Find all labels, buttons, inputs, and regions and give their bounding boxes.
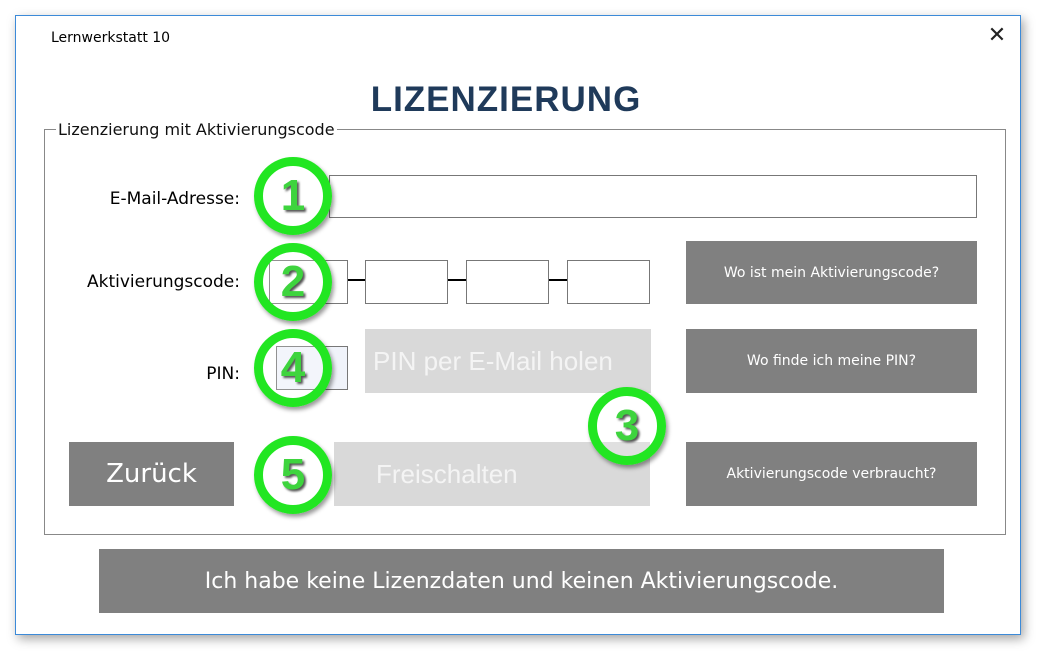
code-used-button[interactable]: Aktivierungscode verbraucht? xyxy=(686,442,977,506)
activation-group xyxy=(44,129,1006,535)
page-title: LIZENZIERUNG xyxy=(370,80,642,119)
separator xyxy=(348,279,365,281)
request-pin-button[interactable]: PIN per E-Mail holen xyxy=(365,329,651,393)
pin-label: PIN: xyxy=(206,364,240,384)
activation-code-segment-3[interactable] xyxy=(466,260,549,304)
annotation-marker: 5 xyxy=(254,436,332,514)
activation-label: Aktivierungscode: xyxy=(86,272,240,292)
email-input[interactable] xyxy=(329,175,977,218)
annotation-marker: 4 xyxy=(254,329,332,407)
email-label: E-Mail-Adresse: xyxy=(109,189,240,209)
unlock-button[interactable]: Freischalten xyxy=(334,442,650,506)
where-is-pin-button[interactable]: Wo finde ich meine PIN? xyxy=(686,329,977,393)
annotation-marker: 3 xyxy=(588,387,666,465)
no-license-button[interactable]: Ich habe keine Lizenzdaten und keinen Ak… xyxy=(99,549,944,613)
annotation-marker: 2 xyxy=(254,243,332,321)
close-icon[interactable]: ✕ xyxy=(987,23,1007,48)
group-legend: Lizenzierung mit Aktivierungscode xyxy=(56,120,337,139)
window-title: Lernwerkstatt 10 xyxy=(51,30,171,46)
activation-code-segment-2[interactable] xyxy=(365,260,448,304)
separator xyxy=(549,279,567,281)
activation-code-segment-4[interactable] xyxy=(567,260,650,304)
where-is-code-button[interactable]: Wo ist mein Aktivierungscode? xyxy=(686,241,977,304)
license-dialog: Lernwerkstatt 10 ✕ LIZENZIERUNG Lizenzie… xyxy=(15,15,1021,635)
annotation-marker: 1 xyxy=(254,157,332,235)
back-button[interactable]: Zurück xyxy=(69,442,234,506)
separator xyxy=(448,279,466,281)
